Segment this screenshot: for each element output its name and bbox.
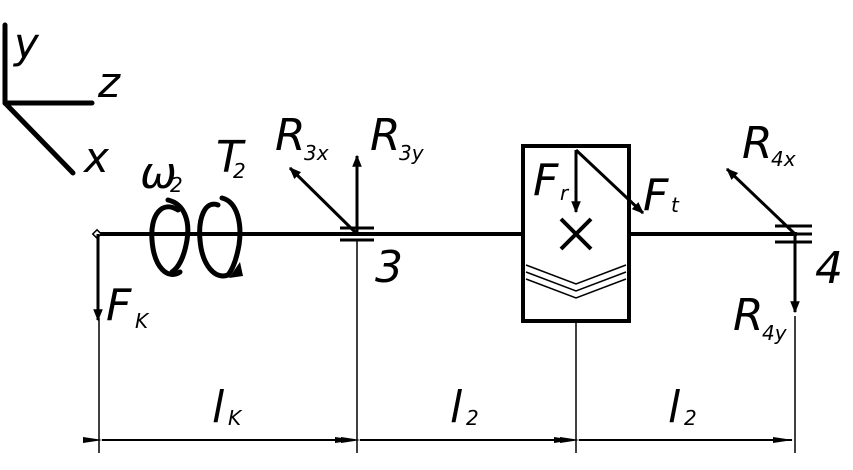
fk-sub: K [135, 309, 150, 333]
gear-teeth-chevrons [525, 264, 627, 299]
r4x-label: R [742, 118, 773, 169]
fr-label: F [533, 155, 559, 206]
dim-l2-right-label: l [668, 382, 681, 433]
torque-arrowhead [229, 262, 243, 278]
ft-force-arrow [574, 148, 645, 215]
torque-sub: 2 [233, 159, 246, 183]
r4x-force-arrow [725, 167, 797, 236]
r4x-sub: 4x [771, 147, 796, 171]
dim-lk-sub: K [228, 406, 243, 430]
fr-sub: r [560, 181, 570, 205]
dim-l2-left-label: l [450, 382, 463, 433]
omega-sub: 2 [170, 173, 183, 197]
y-axis-label: y [12, 19, 40, 68]
torque-label: T [216, 132, 246, 183]
x-axis-line [2, 100, 76, 176]
fk-label: F [106, 280, 132, 331]
r4y-label: R [733, 290, 764, 341]
r3x-force-arrow [288, 166, 359, 236]
omega-rotation-icon [149, 197, 191, 277]
extension-lines [98, 240, 796, 453]
r3y-sub: 3y [399, 141, 425, 165]
r3y-label: R [370, 110, 401, 161]
r4y-sub: 4y [762, 321, 788, 345]
dim-lk-label: l [212, 382, 225, 433]
ft-sub: t [671, 193, 680, 217]
coordinate-axes [2, 22, 95, 176]
dim-l2-left-sub: 2 [466, 406, 479, 430]
torque-rotation-icon [197, 195, 243, 279]
gear-center-cross-icon [559, 217, 593, 251]
z-axis-label: z [97, 58, 121, 107]
support-3-label: 3 [375, 242, 403, 293]
r3x-label: R [275, 110, 306, 161]
x-axis-label: x [82, 133, 110, 182]
support-4-label: 4 [815, 243, 843, 294]
dim-l2-right-sub: 2 [684, 406, 697, 430]
ft-label: F [643, 170, 669, 221]
r3x-sub: 3x [304, 141, 329, 165]
omega-label: ω [140, 148, 177, 199]
